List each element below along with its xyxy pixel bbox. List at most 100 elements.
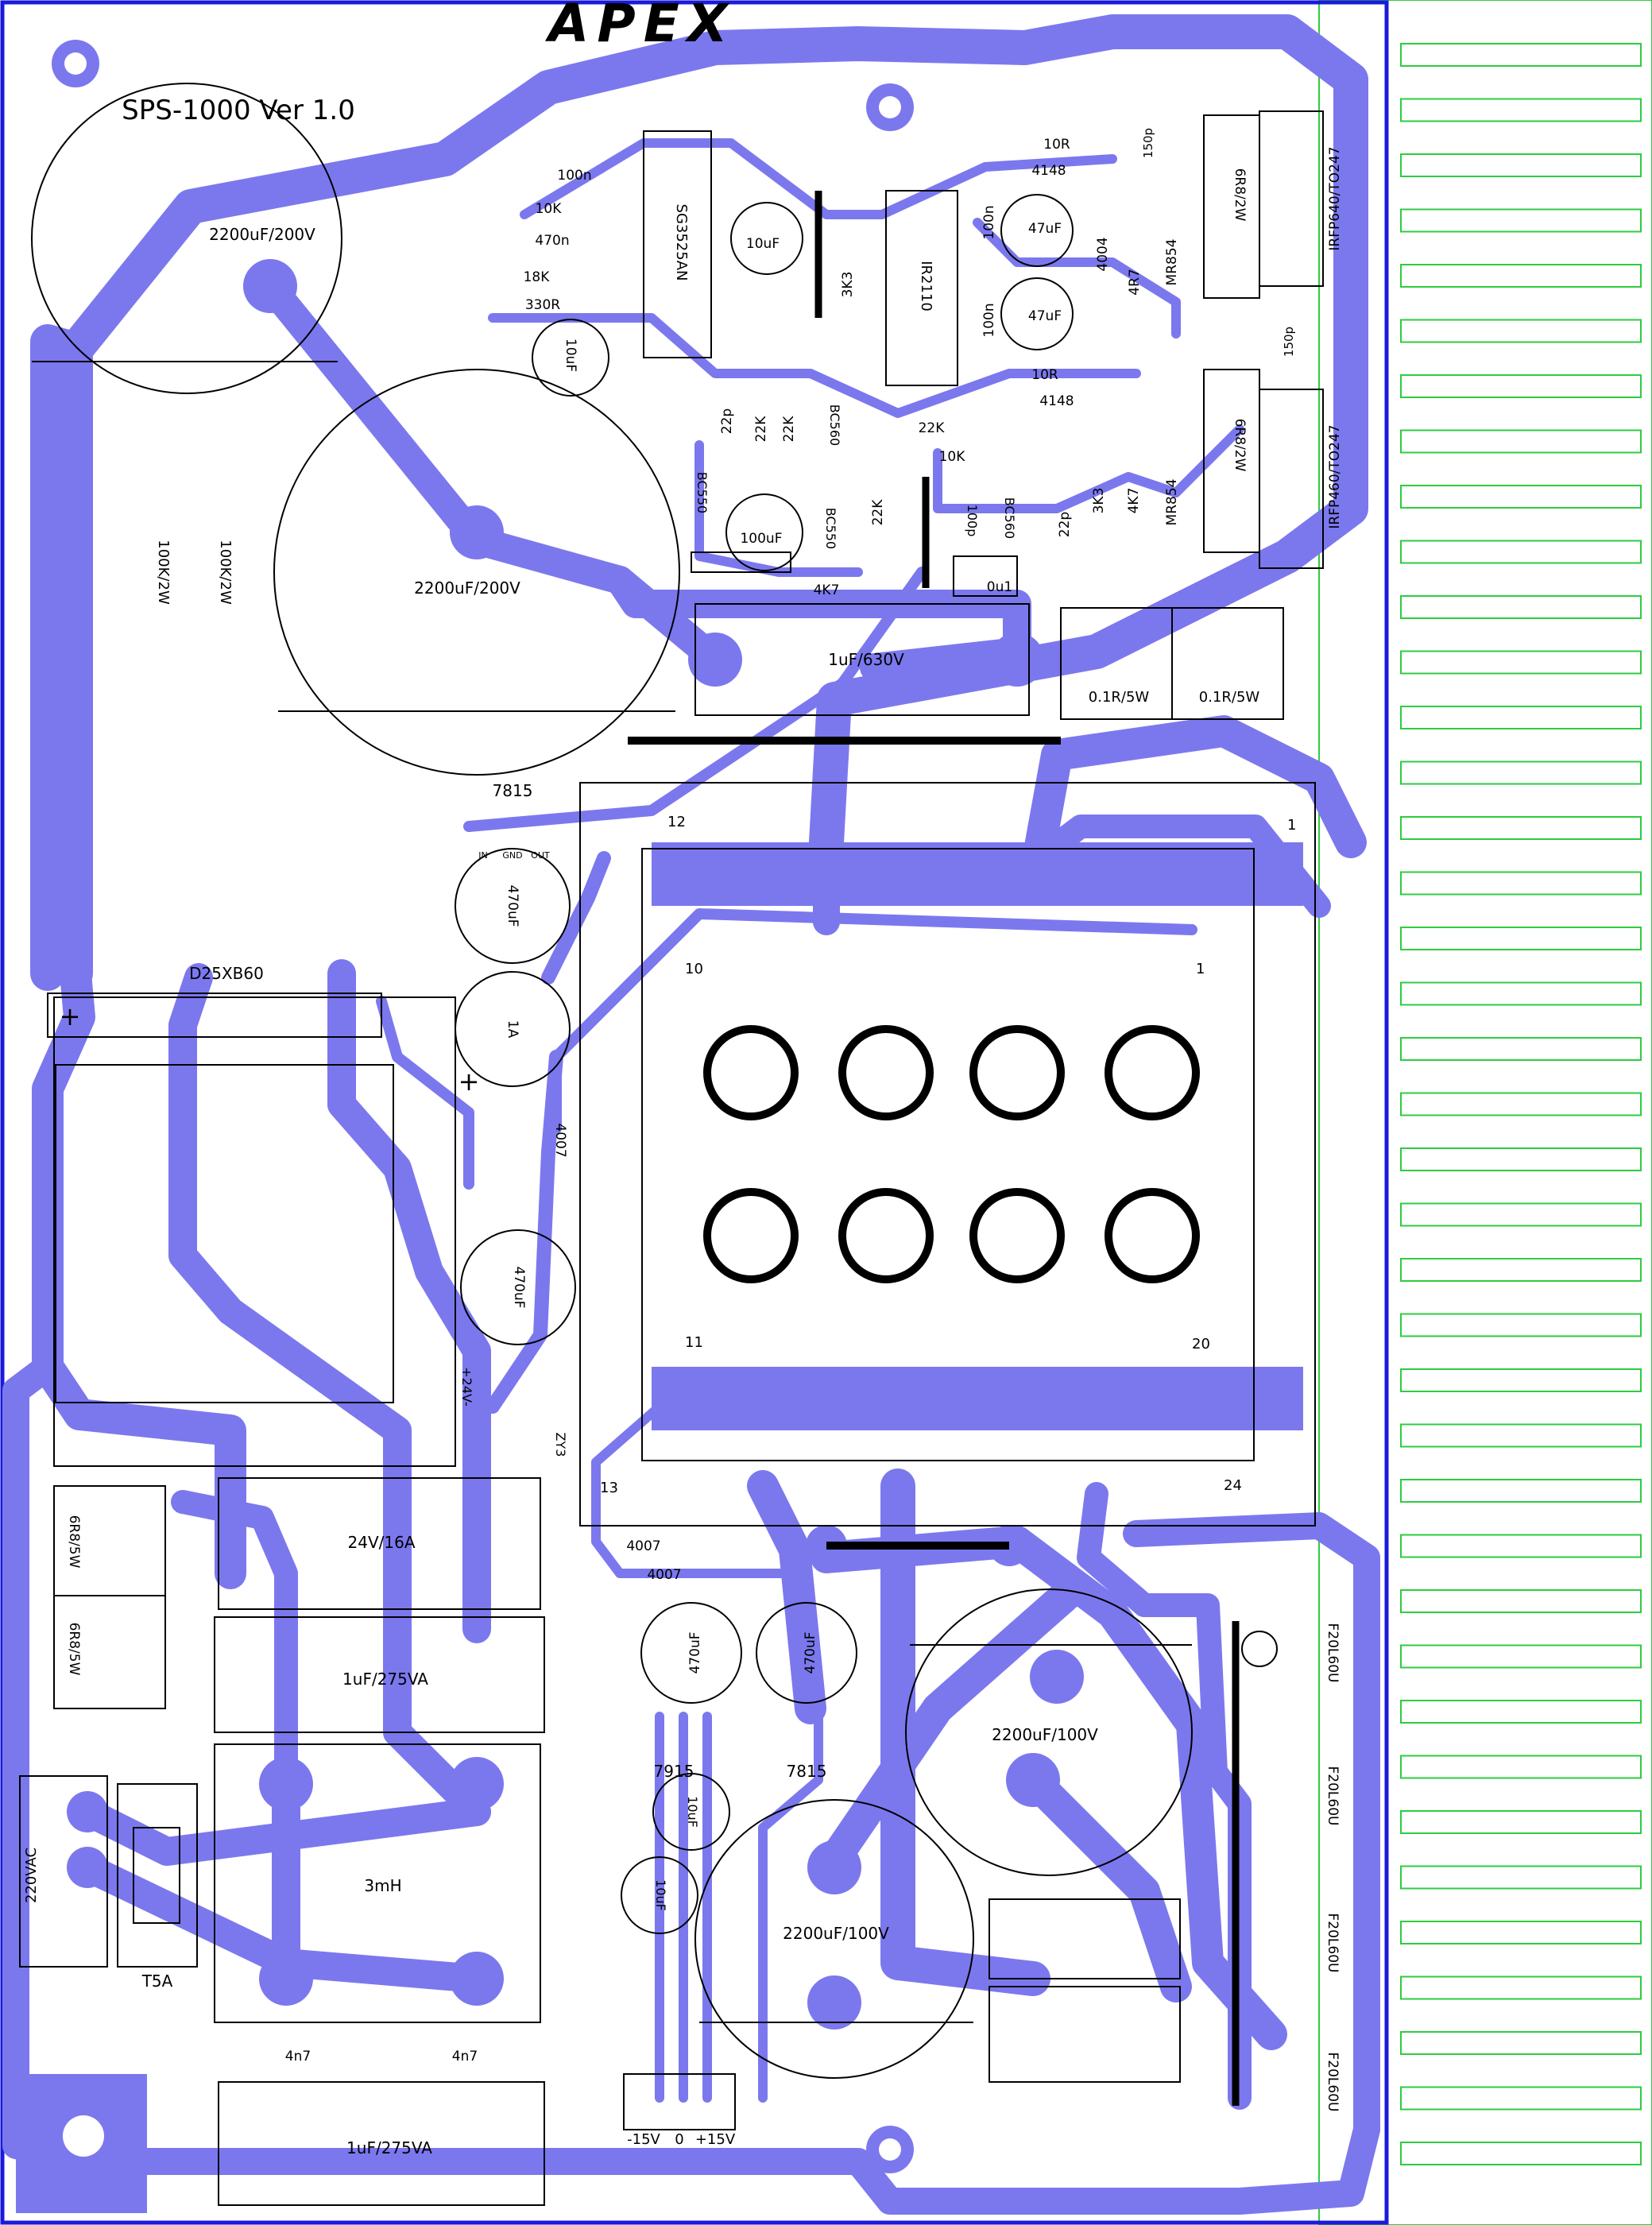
heatsink-fin: [1400, 871, 1642, 896]
label-c-470u-c: 470uF: [687, 1631, 703, 1674]
transformer-core-hole: [969, 1025, 1065, 1120]
heatsink-fin: [1400, 1865, 1642, 1890]
heatsink-fin: [1400, 1202, 1642, 1227]
label-relay: 24V/16A: [348, 1533, 416, 1552]
label-c-x1: 1uF/275VA: [342, 1670, 428, 1689]
label-c-47u-b: 47uF: [1028, 308, 1062, 324]
label-r-22k-c: 22K: [781, 416, 797, 443]
label-c-10u-c: 10uF: [685, 1796, 700, 1828]
silkscreen-outlines: [19, 83, 1324, 2206]
heatsink-fin: [1400, 1423, 1642, 1448]
label-c-22p-a: 22p: [719, 408, 735, 434]
transformer-core-hole: [838, 1025, 934, 1120]
heatsink-fin: [1400, 1258, 1642, 1282]
board-title: SPS-1000 Ver 1.0: [122, 95, 355, 126]
heatsink-fin: [1400, 650, 1642, 675]
label-r-10r-a: 10R: [1043, 137, 1070, 153]
label-r-4k7-b: 4K7: [1126, 488, 1142, 514]
label-r-18k: 18K: [524, 269, 551, 285]
label-r-6r8-5w-b: 6R8/5W: [66, 1623, 82, 1676]
label-q-bc560: BC560: [827, 404, 842, 446]
transformer-core-hole: [1105, 1025, 1200, 1120]
heatsink-fin: [1400, 2086, 1642, 2111]
heatsink-fin: [1400, 43, 1642, 67]
heatsink-fin: [1400, 485, 1642, 509]
label-f-a: F20L60U: [1325, 1623, 1341, 1683]
label-c-470u-a: 470uF: [505, 884, 520, 927]
label-xfmr-p10: 10: [685, 961, 703, 977]
heatsink-fin: [1400, 153, 1642, 177]
label-ic-ir: IR2110: [918, 261, 934, 312]
label-f-d: F20L60U: [1325, 2053, 1341, 2112]
label-xfmr-p13: 13: [600, 1480, 618, 1496]
heatsink-fin: [1400, 981, 1642, 1006]
label-xfmr-p20: 20: [1192, 1336, 1210, 1352]
label-q-bc550b: BC550: [823, 508, 838, 549]
transformer-holes: [703, 1025, 1200, 1283]
heatsink-fin: [1400, 2142, 1642, 2165]
heatsink-fin: [1400, 1975, 1642, 2000]
label-r-4k7-a: 4K7: [814, 582, 840, 598]
label-r-22k-b: 22K: [870, 499, 886, 526]
label-c-big2: 2200uF/200V: [414, 578, 520, 598]
label-r-3k3-b: 3K3: [1091, 488, 1107, 514]
heatsink-fin: [1400, 264, 1642, 288]
label-c-4n7-a: 4n7: [285, 2049, 311, 2064]
heatsink-fin: [1400, 1313, 1642, 1337]
label-xfmr-p1-bot: 1: [1196, 961, 1205, 977]
label-xfmr-p1-top: 1: [1287, 817, 1296, 834]
heatsink-outline: [1318, 0, 1652, 2225]
heatsink-fin: [1400, 706, 1642, 729]
label-r-01b: 0.1R/5W: [1199, 689, 1260, 706]
heatsink-fin: [1400, 595, 1642, 619]
heatsink-fin: [1400, 760, 1642, 785]
label-c-100n-a: 100n: [557, 168, 591, 184]
heatsink-fin: [1400, 319, 1642, 343]
label-mos-bot: IRFP460/TO247: [1327, 424, 1343, 528]
label-c-10u-a: 10uF: [746, 236, 780, 252]
label-reg-7815a: 7815: [493, 781, 533, 800]
label-plus-b: +: [458, 1066, 480, 1097]
label-r-22k-a: 22K: [919, 420, 946, 436]
label-c-4n7-b: 4n7: [452, 2049, 478, 2064]
label-d-mr854-b: MR854: [1164, 479, 1180, 526]
label-fuse-1a: 1A: [505, 1020, 520, 1039]
heatsink-fin: [1400, 1810, 1642, 1834]
label-r-01a: 0.1R/5W: [1089, 689, 1150, 706]
label-d-4007-b: 4007: [626, 1538, 660, 1554]
silkscreen-labels: APEX SPS-1000 Ver 1.0 2200uF/200V 2200uF…: [23, 0, 1343, 2157]
label-c-150p-b: 150p: [1282, 327, 1296, 357]
heatsink-fin: [1400, 1147, 1642, 1171]
heatsink-fin: [1400, 208, 1642, 233]
label-r-100k-a: 100K/2W: [155, 540, 172, 605]
label-c-150p-a: 150p: [1141, 128, 1155, 158]
label-out-pos: +15V: [695, 2131, 736, 2148]
label-r-22k-d: 22K: [753, 416, 769, 443]
label-c-out1: 2200uF/100V: [992, 1725, 1098, 1744]
label-r-6r8-2w-a: 6R8/2W: [1232, 168, 1248, 222]
heatsink-fin: [1400, 1589, 1642, 1613]
label-f-c: F20L60U: [1325, 1913, 1341, 1973]
heatsink-fin: [1400, 98, 1642, 122]
label-ac-in: 220VAC: [23, 1848, 40, 1903]
board-edge: [0, 0, 1389, 2225]
heatsink-fins: [1400, 43, 1642, 2165]
heatsink-fin: [1400, 927, 1642, 950]
label-c-x2: 1uF/275VA: [346, 2138, 432, 2157]
label-r-4r7: 4R7: [1127, 269, 1143, 295]
label-reg-7915: 7915: [654, 1762, 694, 1781]
label-c-470n: 470n: [535, 233, 569, 249]
label-bridge: D25XB60: [189, 964, 264, 983]
label-f-b: F20L60U: [1325, 1766, 1341, 1826]
label-plus-a: +: [60, 1001, 81, 1031]
label-c-0u1: 0u1: [987, 579, 1012, 595]
label-xfmr-p24: 24: [1224, 1477, 1242, 1494]
label-c-100n-b: 100n: [981, 205, 997, 239]
label-choke: 3mH: [364, 1876, 401, 1895]
heatsink-fin: [1400, 1755, 1642, 1779]
label-d-zy: ZY3: [553, 1433, 568, 1457]
heatsink-fin: [1400, 1092, 1642, 1116]
transformer-core-hole: [703, 1025, 799, 1120]
label-r-330r: 330R: [525, 297, 560, 313]
